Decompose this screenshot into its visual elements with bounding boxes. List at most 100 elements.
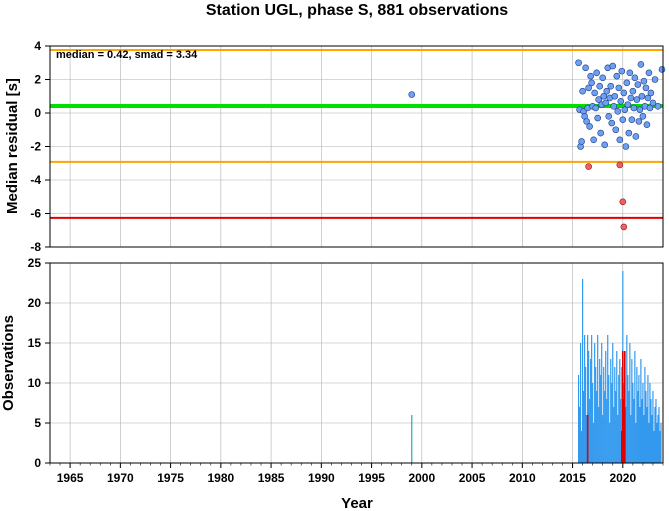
top-y-tick-label: -2 [30,140,41,154]
top-y-tick-label: 2 [34,73,41,87]
x-tick-label: 1975 [157,471,184,485]
residual-point [636,106,644,113]
residual-point [588,79,595,87]
residual-point [620,89,628,97]
residual-point [408,91,416,98]
residual-point [593,69,600,77]
residual-point [600,92,608,100]
bottom-y-tick-label: 20 [28,296,42,310]
x-tick-label: 1985 [258,471,285,485]
residual-point [621,106,629,113]
x-tick-label: 2020 [609,471,636,485]
residual-point [623,79,631,87]
residual-point [647,89,655,97]
top-gridlines [50,45,663,248]
bottom-y-tick-label: 25 [28,256,42,270]
x-tick-label: 1980 [207,471,234,485]
residual-point [638,92,646,100]
residual-point [640,77,648,85]
residual-point [583,118,590,125]
residual-point [608,119,616,127]
outlier-point [616,161,624,169]
outlier-point [620,223,628,231]
residual-point [658,66,666,73]
top-data-points [408,59,666,231]
residual-point [611,92,619,100]
residual-point [585,84,592,92]
residual-point [649,99,657,107]
x-axis-label: Year [341,495,373,511]
top-y-tick-label: 0 [34,106,41,120]
x-tick-label: 1965 [57,471,84,485]
x-tick-label: 2005 [459,471,486,485]
residual-point [635,118,643,125]
bottom-frame [49,262,664,464]
residual-point [602,99,610,107]
bottom-y-tick-label: 5 [34,416,41,430]
x-tick-label: 1990 [308,471,335,485]
residual-point [627,94,635,102]
top-y-tick-label: 4 [34,39,41,53]
residual-point [607,82,615,90]
top-y-tick-label: -6 [30,207,41,221]
outlier-point [585,163,592,170]
top-y-axis-label: Median residual [s] [4,78,21,214]
residual-point [594,114,601,122]
residual-point [644,94,652,102]
residual-point [629,87,637,95]
x-tick-label: 2015 [559,471,586,485]
residual-point [626,69,634,77]
residual-point [613,72,621,80]
residual-point [578,138,585,145]
top-panel: -8 -6 -4 -2 0 2 4 median = 0.42, smad = 3.34 M… [4,39,666,254]
residual-point [631,74,639,82]
residual-point [634,81,642,88]
residual-point [616,136,624,144]
residual-point [610,103,618,110]
residual-point [590,136,597,144]
residual-point [645,69,653,77]
stats-annotation: median = 0.42, smad = 3.34 [56,49,198,61]
residual-point [633,96,641,103]
outlier-point [619,198,627,206]
residual-point [587,72,594,80]
top-reference-lines [50,49,663,219]
residual-point [622,143,630,150]
residual-point [595,96,602,103]
residual-point [625,129,633,137]
residual-point [612,126,620,134]
chart-title: Station UGL, phase S, 881 observations [206,2,508,19]
residual-point [619,116,627,123]
residual-point [597,129,604,137]
x-tick-label: 1970 [107,471,134,485]
bottom-y-tick-label: 10 [28,376,42,390]
residual-point [639,113,647,120]
residual-point [591,89,598,97]
bottom-y-axis-label: Observations [0,315,17,411]
residual-point [628,116,636,123]
residual-point [618,67,626,75]
top-y-tick-label: -4 [30,173,41,187]
residual-point [601,141,609,149]
residual-point [614,108,622,115]
residual-point [592,104,599,112]
residual-point [654,103,662,110]
residual-point [605,113,613,120]
bottom-gridlines [50,262,663,464]
residual-point [637,61,645,68]
bottom-y-tick-label: 0 [34,456,41,470]
residual-point [579,87,586,95]
x-tick-label: 2010 [509,471,536,485]
residual-point [617,97,625,105]
top-y-tick-labels: -8 -6 -4 -2 0 2 4 [30,39,50,254]
top-y-tick-label: -8 [30,240,41,254]
residual-point [632,133,640,140]
residual-point [596,82,603,90]
bottom-bars [411,271,662,463]
residual-point [609,62,617,70]
x-tick-label: 2000 [408,471,435,485]
